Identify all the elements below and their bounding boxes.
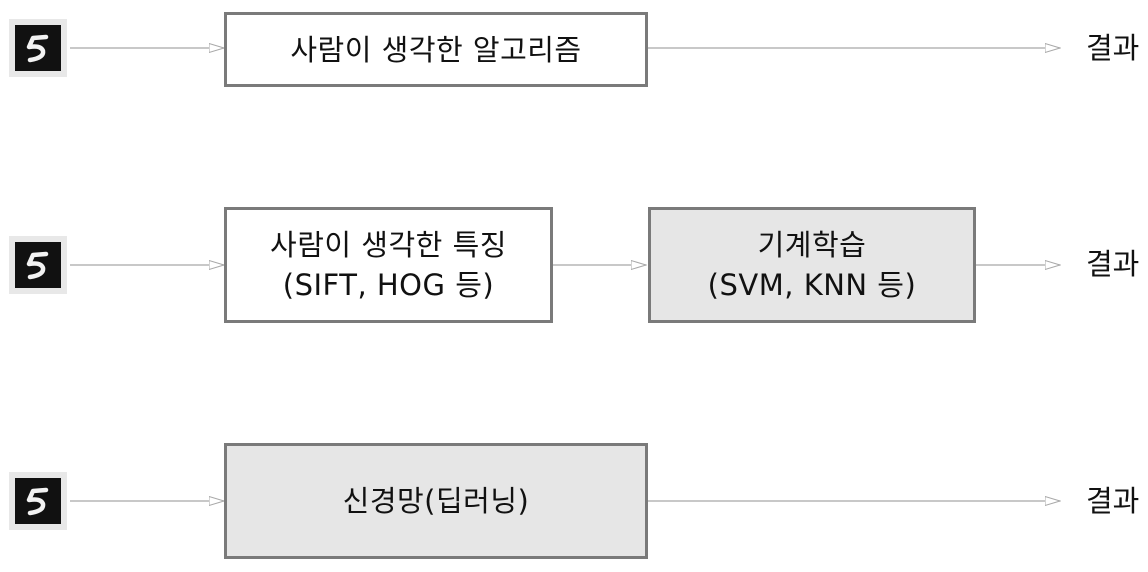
- handwritten-digit-5-icon: [9, 236, 67, 294]
- stage-sublabel: (SVM, KNN 등): [707, 268, 917, 302]
- handwritten-digit-5-icon: [9, 19, 67, 77]
- stage-human-features: 사람이 생각한 특징 (SIFT, HOG 등): [224, 207, 553, 323]
- result-label: 결과: [1086, 484, 1140, 518]
- result-label: 결과: [1086, 247, 1140, 281]
- stage-label: 사람이 생각한 알고리즘: [290, 32, 582, 67]
- result-label: 결과: [1086, 31, 1140, 65]
- stage-machine-learning: 기계학습 (SVM, KNN 등): [648, 207, 976, 323]
- stage-label: 사람이 생각한 특징: [270, 228, 507, 262]
- stage-neural-network: 신경망(딥러닝): [224, 443, 648, 559]
- handwritten-digit-5-icon: [9, 472, 67, 530]
- stage-sublabel: (SIFT, HOG 등): [282, 268, 495, 302]
- stage-human-algorithm: 사람이 생각한 알고리즘: [224, 12, 648, 87]
- stage-label: 기계학습: [757, 228, 867, 262]
- stage-label: 신경망(딥러닝): [342, 484, 530, 518]
